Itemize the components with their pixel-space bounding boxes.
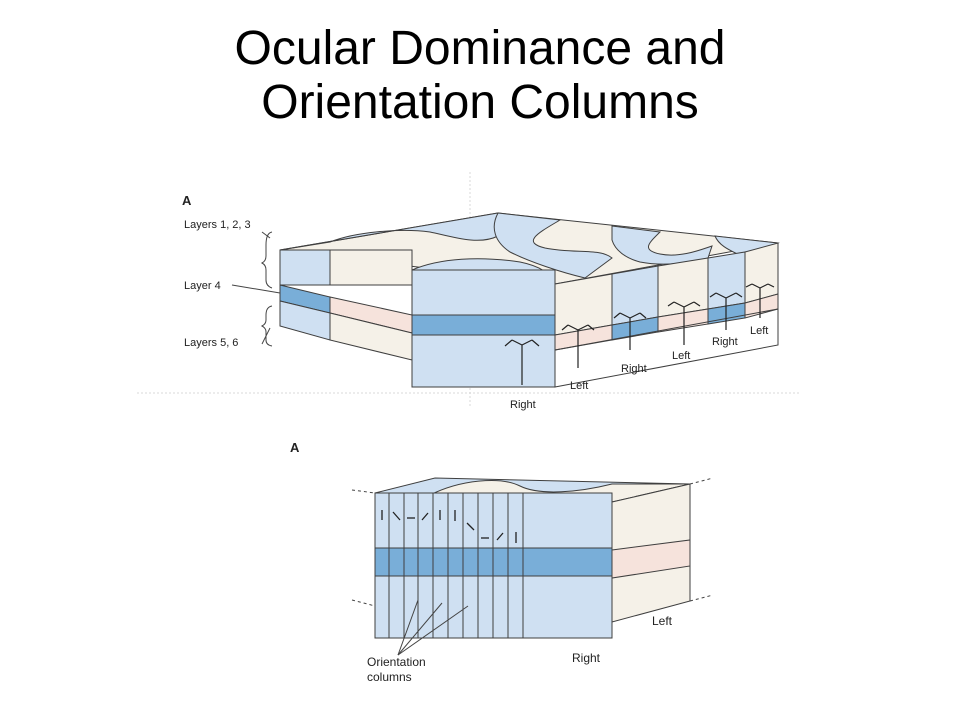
- orientation-caption-line-2: columns: [367, 670, 412, 684]
- eye-label-left-3: Left: [750, 325, 768, 337]
- panel-letter-bottom: A: [290, 440, 300, 455]
- eye-label-right-3: Right: [712, 336, 738, 348]
- label-layers-1-2-3: Layers 1, 2, 3: [184, 219, 251, 231]
- dashed-continuation-lines: [351, 477, 714, 607]
- title-line-1: Ocular Dominance and: [234, 22, 726, 75]
- ocular-dominance-diagram: A Layers 1, 2, 3 Layer 4 Layers 5, 6 Rig…: [137, 172, 800, 411]
- cortex-front-face: [279, 249, 556, 388]
- label-right-eye: Right: [572, 651, 601, 665]
- title-line-2: Orientation Columns: [261, 76, 699, 129]
- column-block-faces: [374, 483, 691, 639]
- eye-label-left-1: Left: [570, 380, 588, 392]
- eye-label-right-2: Right: [621, 363, 647, 375]
- label-left-eye: Left: [652, 614, 673, 628]
- eye-label-right-1: Right: [510, 399, 536, 411]
- orientation-ticks: [381, 510, 517, 543]
- axon-arbors: [504, 283, 775, 385]
- orientation-caption-line-1: Orientation: [367, 655, 426, 669]
- cortex-side-face: [554, 242, 779, 388]
- eye-label-left-2: Left: [672, 350, 690, 362]
- orientation-column-diagram: A Orientation columns Left Right: [290, 440, 714, 684]
- label-layers-5-6: Layers 5, 6: [184, 337, 238, 349]
- layer-brackets: [231, 231, 281, 347]
- slide-title: Ocular Dominance and Orientation Columns: [0, 22, 960, 130]
- caption-pointers: [397, 599, 469, 656]
- panel-letter-top: A: [182, 193, 192, 208]
- label-layer-4: Layer 4: [184, 280, 221, 292]
